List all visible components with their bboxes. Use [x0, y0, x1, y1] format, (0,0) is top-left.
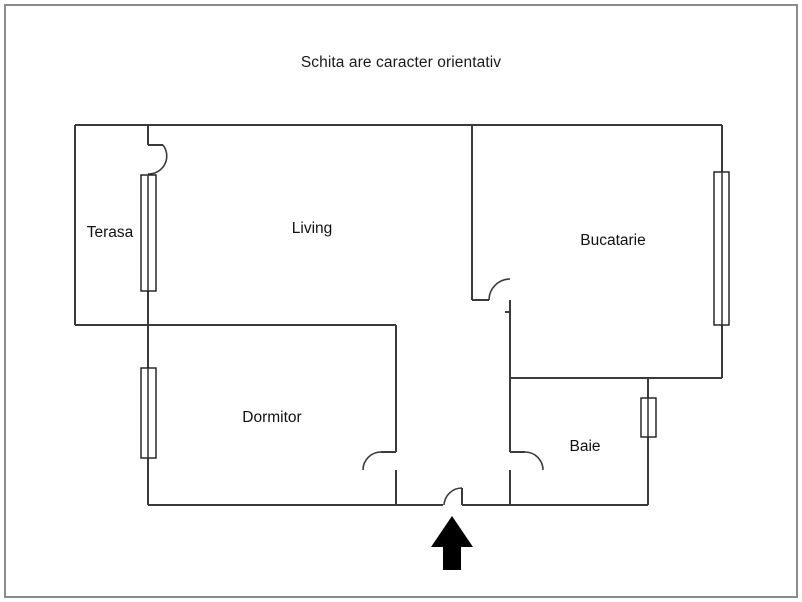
- room-label-bucatarie: Bucatarie: [580, 232, 646, 249]
- door-entrance-arc: [443, 487, 463, 506]
- windows-group: [140, 171, 730, 459]
- room-label-baie: Baie: [569, 438, 601, 455]
- walls-group: [74, 124, 723, 506]
- door-terasa-living-arc: [147, 144, 168, 175]
- door-dormitor-arc: [362, 451, 382, 471]
- room-label-living: Living: [291, 220, 333, 237]
- plan-disclaimer-title: Schita are caracter orientativ: [300, 54, 502, 71]
- entrance-arrow: [431, 516, 473, 570]
- window-mullions-group: [147, 172, 723, 458]
- image-frame-border: [4, 4, 798, 598]
- door-living-bucatarie-arc: [488, 278, 511, 301]
- door-arcs-group: [147, 144, 544, 506]
- door-baie-arc: [524, 451, 544, 471]
- room-label-terasa: Terasa: [86, 224, 134, 241]
- room-label-dormitor: Dormitor: [242, 409, 302, 426]
